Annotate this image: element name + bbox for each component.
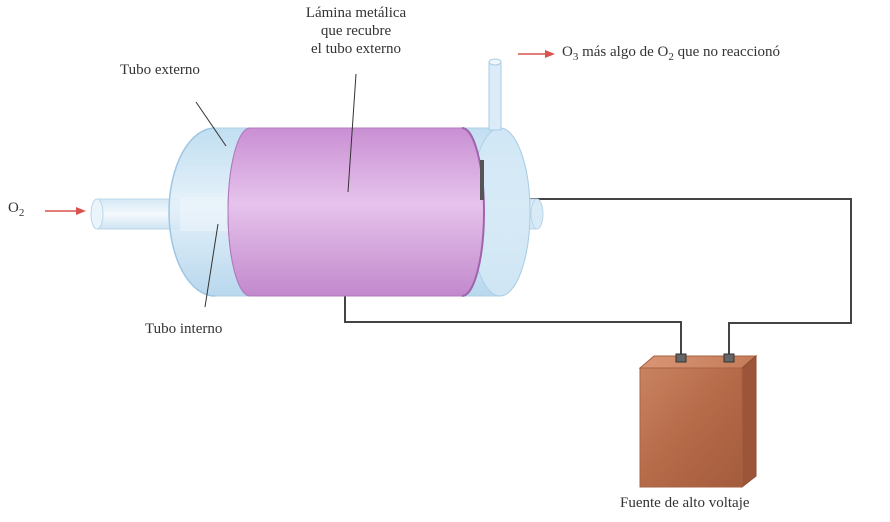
inlet-arrow-head	[76, 207, 86, 215]
arrows	[45, 50, 555, 215]
outlet-text-middle: más algo de O	[578, 44, 669, 60]
outlet-o3: O	[562, 44, 573, 60]
metal-foil-label-line1: Lámina metálica	[305, 5, 407, 21]
metal-foil	[227, 127, 485, 297]
inlet-o2-base: O	[8, 200, 19, 216]
terminal-left	[675, 353, 687, 363]
inlet-o2-label: O2	[8, 200, 25, 219]
pointer-outer-tube	[195, 101, 227, 147]
power-source-box	[638, 353, 758, 489]
wire-inner-electrode	[481, 160, 852, 360]
metal-foil-label: Lámina metálica que recubre el tubo exte…	[276, 4, 436, 58]
inner-tube-label: Tubo interno	[145, 321, 223, 337]
outlet-o2-subscript: 2	[668, 51, 674, 63]
outlet-arrow-head	[545, 50, 555, 58]
outlet-nozzle	[488, 61, 502, 131]
power-source-label: Fuente de alto voltaje	[620, 495, 750, 511]
outlet-o3-subscript: 3	[572, 51, 579, 63]
pointer-inner-tube	[204, 223, 219, 308]
outlet-text-end: que no reaccionó	[673, 44, 781, 60]
metal-foil-label-line3: el tubo externo	[311, 41, 401, 57]
terminal-right	[723, 353, 735, 363]
inlet-o2-subscript: 2	[18, 207, 25, 219]
outlet-label: O3 más algo de O2 que no reaccionó	[562, 44, 781, 63]
pointer-metal-foil	[347, 73, 357, 193]
metal-foil-label-line2: que recubre	[320, 23, 392, 39]
wire-metal-foil	[344, 290, 682, 360]
outer-tube-label: Tubo externo	[120, 62, 200, 78]
pointer-lines	[195, 73, 357, 308]
